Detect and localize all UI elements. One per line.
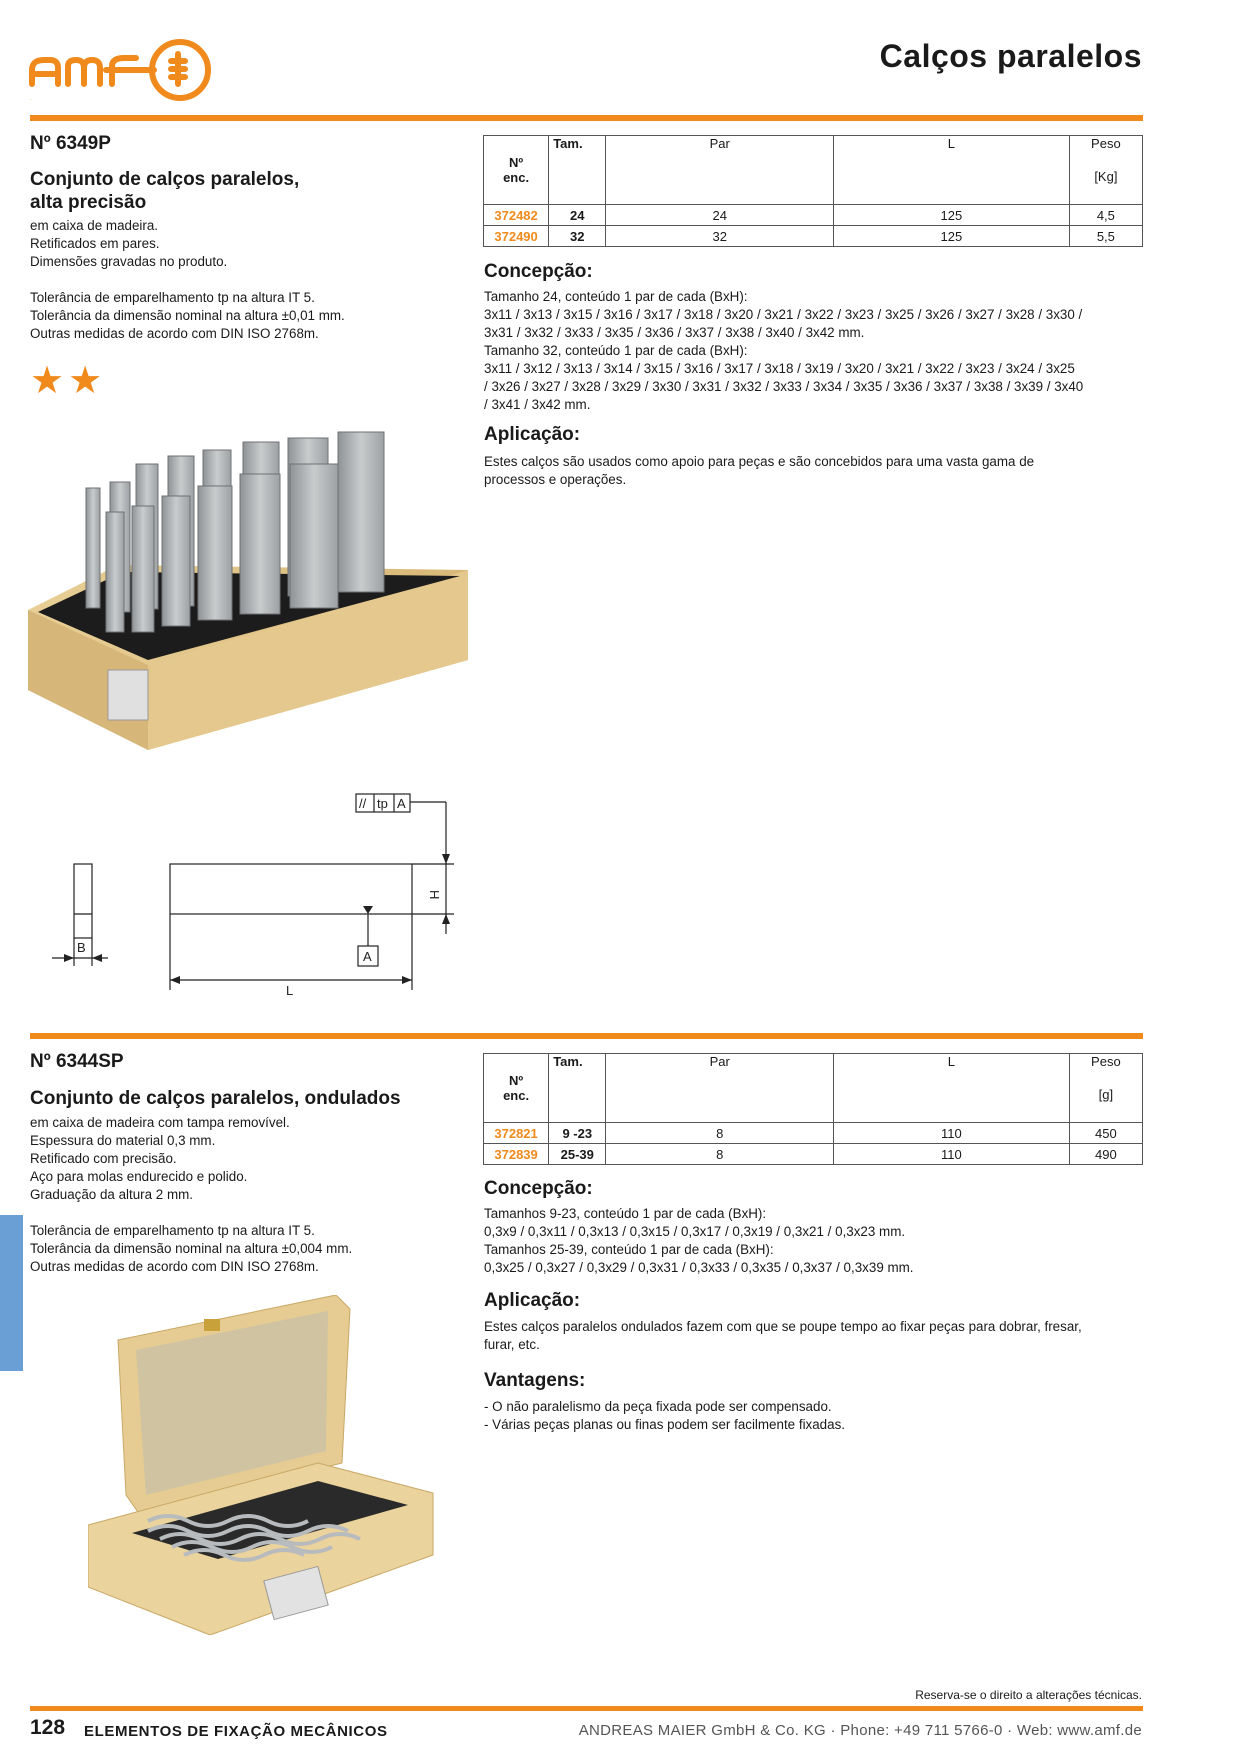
desc-line: Aço para molas endurecido e polido. [30,1169,248,1184]
size: 25-39 [548,1143,607,1165]
dim-l-label: L [286,983,293,998]
product1-title-line1: Conjunto de calços paralelos, [30,169,300,190]
desc-line: em caixa de madeira. [30,218,159,233]
product2-vantagens-heading: Vantagens: [484,1370,586,1391]
length: 125 [833,225,1070,247]
product1-aplicacao-heading: Aplicação: [484,424,581,445]
length: 125 [833,204,1070,226]
product2-number: Nº 6344SP [30,1051,124,1072]
page-title: Calços paralelos [879,38,1142,74]
pair: 24 [605,204,835,226]
pair: 32 [605,225,835,247]
col-weight: Peso [Kg] [1068,135,1144,205]
table-header-row: Nº enc. Tam. Par L Peso [Kg] [482,135,1144,205]
size: 32 [548,225,607,247]
page-number: 128 [30,1716,66,1739]
col-pair: Par [605,135,835,205]
tolerance-line: Tolerância da dimensão nominal na altura… [30,308,345,323]
footer-category: ELEMENTOS DE FIXAÇÃO MECÂNICOS [84,1723,388,1740]
table-header-row: Nº enc. Tam. Par L Peso [g] [482,1053,1144,1123]
tolerance-line: Tolerância de emparelhamento tp na altur… [30,1223,315,1238]
weight: 450 [1068,1122,1144,1144]
size: 9 -23 [548,1122,607,1144]
desc-line: Retificado com precisão. [30,1151,177,1166]
desc-line: Graduação da altura 2 mm. [30,1187,194,1202]
parallels-box-image [28,431,468,750]
dim-b-label: B [77,940,86,955]
rating-stars: ★★ [30,360,107,402]
col-length: L [833,1053,1070,1123]
col-pair: Par [605,1053,835,1123]
product1-description: em caixa de madeira. Retificados em pare… [30,217,470,343]
amf-logo: amf [28,36,224,104]
product1-technical-drawing: // tp A A B H L [50,780,470,1000]
product1-title: Conjunto de calços paralelos, alta preci… [30,168,299,214]
weight: 5,5 [1068,225,1144,247]
col-weight: Peso [g] [1068,1053,1144,1123]
table-row: 372490 32 32 125 5,5 [482,225,1144,247]
amf-logo-icon: amf [29,39,211,101]
product1-title-line2: alta precisão [30,192,147,213]
header-divider [30,115,1143,121]
technical-changes-note: Reserva-se o direito a alterações técnic… [915,1688,1142,1702]
order-code: 372839 [482,1143,550,1165]
product2-aplicacao-heading: Aplicação: [484,1290,581,1311]
product2-concepcao-text: Tamanhos 9-23, conteúdo 1 par de cada (B… [484,1206,914,1275]
product1-photo [28,420,468,750]
wavy-parallels-box-image [87,1294,434,1636]
product1-spec-table: Nº enc. Tam. Par L Peso [Kg] 372482 24 2… [482,135,1144,247]
product2-photo [87,1294,468,1636]
svg-text:amf: amf [30,99,32,101]
table-row: 372839 25-39 8 110 490 [482,1143,1144,1165]
dim-h-label: H [427,890,442,899]
table-row: 372821 9 -23 8 110 450 [482,1122,1144,1144]
tolerance-line: Outras medidas de acordo com DIN ISO 276… [30,326,319,341]
tolerance-line: Tolerância de emparelhamento tp na altur… [30,290,315,305]
tolerance-ref: A [397,796,406,811]
dimension-drawing: // tp A A B H L [52,793,454,998]
tolerance-line: Tolerância da dimensão nominal na altura… [30,1241,353,1256]
col-size: Tam. [548,135,607,205]
product1-aplicacao-text: Estes calços são usados como apoio para … [484,454,1035,487]
table-row: 372482 24 24 125 4,5 [482,204,1144,226]
size: 24 [548,204,607,226]
pair: 8 [605,1122,835,1144]
datum-a-label: A [363,949,372,964]
desc-line: Espessura do material 0,3 mm. [30,1133,216,1148]
product2-title: Conjunto de calços paralelos, ondulados [30,1088,401,1109]
product1-number: Nº 6349P [30,133,111,154]
product2-concepcao-heading: Concepção: [484,1178,593,1199]
side-category-tab [0,1215,23,1371]
footer-company: ANDREAS MAIER GmbH & Co. KG · Phone: +49… [578,1722,1142,1739]
product2-vantagens-text: - O não paralelismo da peça fixada pode … [484,1399,845,1432]
order-code: 372821 [482,1122,550,1144]
col-order-number: Nº enc. [482,1053,550,1123]
product2-description: em caixa de madeira com tampa removível.… [30,1114,470,1276]
product1-concepcao-text: Tamanho 24, conteúdo 1 par de cada (BxH)… [484,289,1084,412]
tolerance-tp: tp [377,796,388,811]
weight: 490 [1068,1143,1144,1165]
pair: 8 [605,1143,835,1165]
desc-line: em caixa de madeira com tampa removível. [30,1115,290,1130]
col-order-number: Nº enc. [482,135,550,205]
order-code: 372482 [482,204,550,226]
tolerance-symbol: // [359,796,367,811]
tolerance-line: Outras medidas de acordo com DIN ISO 276… [30,1259,319,1274]
col-length: L [833,135,1070,205]
footer-divider [30,1706,1143,1711]
order-code: 372490 [482,225,550,247]
product2-spec-table: Nº enc. Tam. Par L Peso [g] 372821 9 -23… [482,1053,1144,1165]
length: 110 [833,1122,1070,1144]
product2-aplicacao-text: Estes calços paralelos ondulados fazem c… [484,1319,1082,1352]
length: 110 [833,1143,1070,1165]
section-divider [30,1033,1143,1039]
col-size: Tam. [548,1053,607,1123]
weight: 4,5 [1068,204,1144,226]
desc-line: Retificados em pares. [30,236,160,251]
desc-line: Dimensões gravadas no produto. [30,254,228,269]
product1-concepcao-heading: Concepção: [484,261,593,282]
